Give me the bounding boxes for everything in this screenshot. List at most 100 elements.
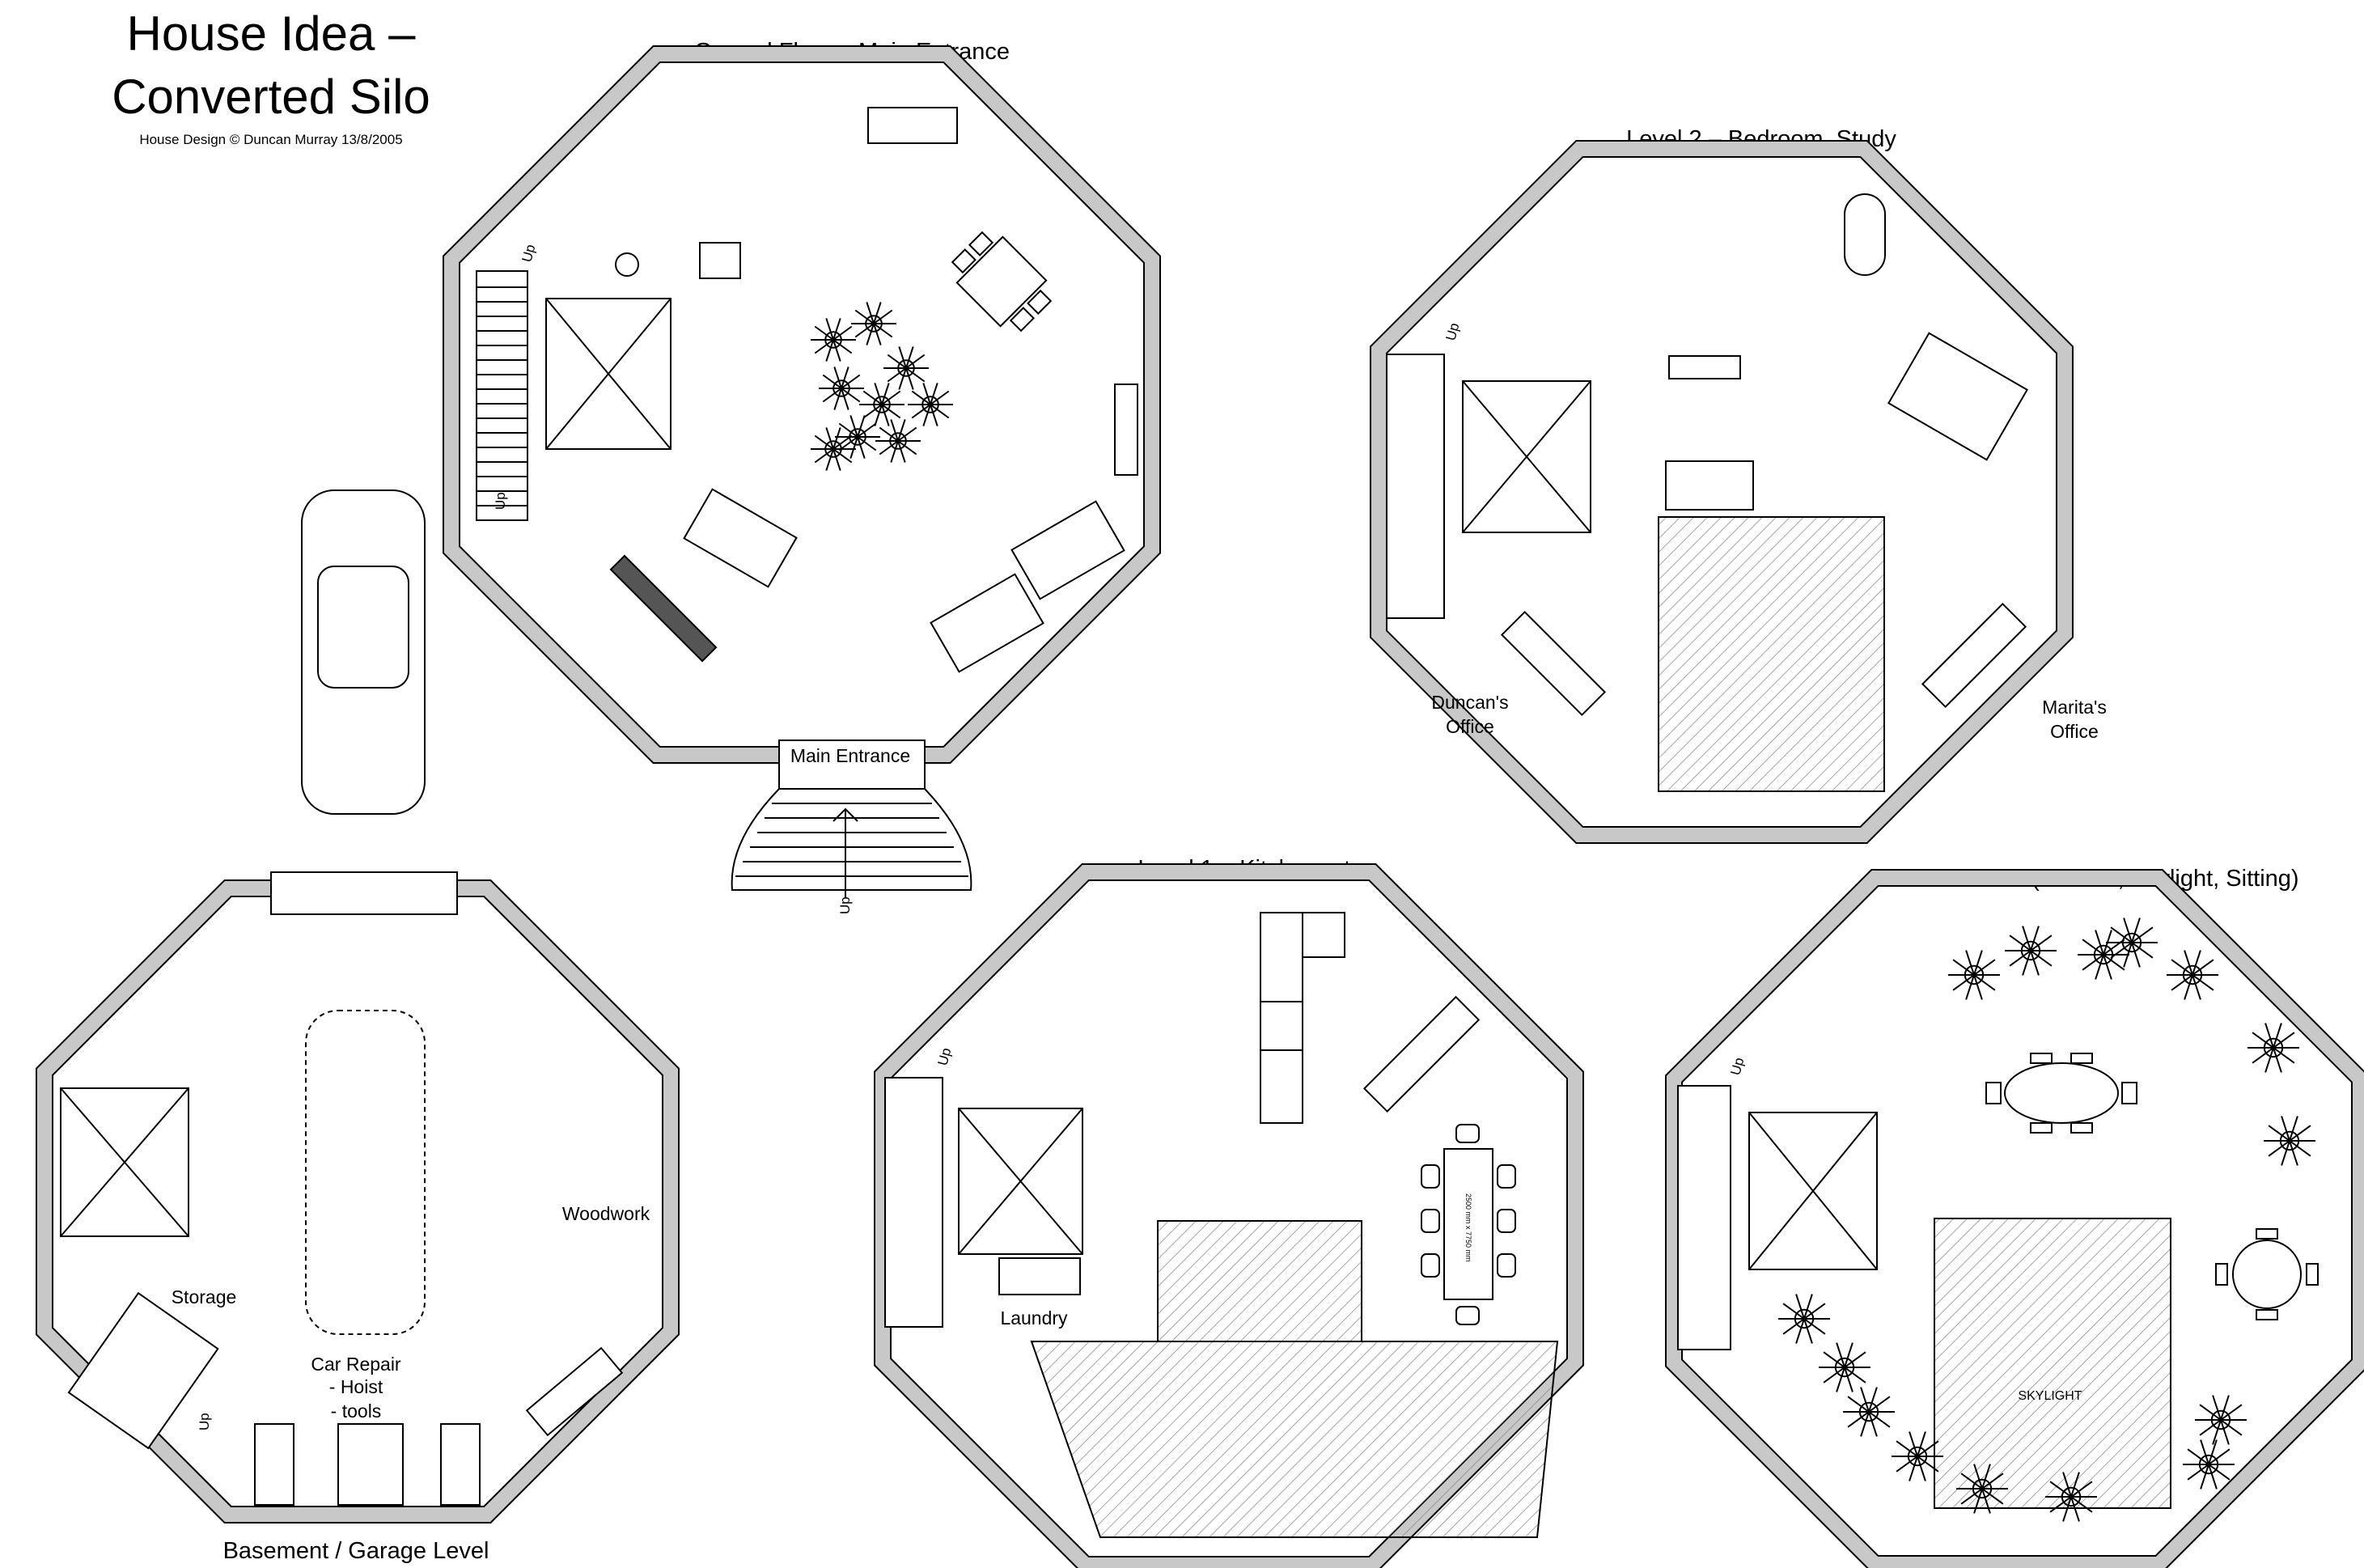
table-size-label: 2500 mm x 7750 mm	[1464, 1193, 1472, 1262]
roof-stairs	[1677, 1085, 1731, 1350]
kitchen-bench	[1362, 995, 1481, 1113]
octagon-walls	[36, 45, 2364, 1568]
level1-stairs	[884, 1077, 943, 1328]
plant-icon	[811, 427, 856, 471]
basement-plan: Woodwork Storage Car Repair - Hoist - to…	[60, 871, 650, 1506]
roof-octagon-wall	[1665, 869, 2364, 1568]
level1-dining-table	[1443, 1148, 1493, 1300]
kitchen-fridge	[1302, 912, 1345, 958]
level2-atrium	[1658, 516, 1885, 792]
car-repair-hoist: - Hoist	[329, 1376, 383, 1397]
level1-octagon-wall	[874, 863, 1584, 1568]
plant-icon	[811, 318, 856, 362]
plant-icon	[819, 367, 864, 410]
dining-chair	[1497, 1209, 1516, 1233]
duncans-office-label-1: Duncan's	[1431, 692, 1508, 713]
plant-icon	[883, 346, 929, 390]
plant-icon	[2045, 1472, 2097, 1522]
level2-plan: Duncan's Office Marita's Office Up	[1386, 193, 2107, 792]
roof-stair-label: Up	[1728, 1056, 1748, 1077]
garage-door	[270, 871, 458, 915]
level2-bath	[1844, 193, 1886, 276]
parked-car	[301, 489, 426, 815]
ground-sofa-1	[683, 488, 798, 588]
level1-atrium	[1157, 1220, 1362, 1342]
ground-sofa-2	[1010, 500, 1125, 600]
ground-elevator	[545, 298, 671, 450]
plant-icon	[2264, 1116, 2315, 1166]
plant-icon	[908, 383, 953, 426]
level1-elevator	[958, 1108, 1083, 1255]
basement-stair-label: Up	[197, 1413, 212, 1430]
ground-sofa-3	[930, 573, 1044, 673]
plant-icon	[1819, 1342, 1870, 1392]
ground-toilet	[615, 252, 639, 277]
sheet-title-line2: Converted Silo	[112, 70, 430, 124]
title-block: House Idea – Converted Silo House Design…	[112, 6, 430, 147]
basement-stairs	[67, 1291, 219, 1450]
roof-elevator	[1748, 1112, 1878, 1270]
maritas-office-label-2: Office	[2050, 721, 2099, 742]
level2-elevator	[1462, 380, 1591, 533]
plant-icon	[1892, 1431, 1943, 1481]
roof-garden-plants	[1778, 917, 2315, 1522]
entrance-stair-label: Up	[837, 896, 853, 914]
ground-floor-plan: Main Entrance Up Up Up	[301, 107, 1138, 914]
dining-chair	[1421, 1209, 1440, 1233]
plant-icon	[1843, 1387, 1895, 1437]
kitchen-cooktop	[1260, 1001, 1303, 1051]
sheet-title-line1: House Idea –	[127, 6, 417, 61]
basement-car-outline	[305, 1010, 426, 1335]
plant-icon	[1778, 1294, 1830, 1344]
ground-stair-label-2: Up	[493, 492, 508, 510]
skylight	[1934, 1218, 2171, 1509]
level2-stairs	[1386, 354, 1445, 619]
plant-icon	[2106, 917, 2158, 968]
tool-cabinets	[254, 1423, 481, 1506]
level1-lower-atrium	[1030, 1341, 1559, 1538]
level2-sofa	[1665, 460, 1754, 511]
ground-indoor-plants	[811, 302, 953, 471]
main-entrance-steps	[731, 740, 972, 898]
plant-icon	[1948, 950, 2000, 1000]
plant-icon	[2183, 1439, 2235, 1490]
dining-chair	[1455, 1306, 1480, 1325]
level2-bed	[1887, 332, 2028, 461]
ground-stairs	[476, 270, 528, 521]
ground-stair-treads	[477, 286, 527, 506]
plant-icon	[2078, 930, 2129, 980]
maritas-desk	[1921, 602, 2027, 709]
dining-chair	[1497, 1253, 1516, 1278]
workbench	[525, 1346, 624, 1437]
dining-chair	[1421, 1253, 1440, 1278]
roof-round-table	[2215, 1228, 2319, 1320]
level1-plan: 2500 mm x 7750 mm Laundry Up	[884, 912, 1559, 1538]
skylight-label: SKYLIGHT	[2018, 1389, 2082, 1403]
plant-icon	[1956, 1464, 2008, 1514]
level1-stair-label: Up	[935, 1046, 955, 1067]
plant-icon	[2005, 926, 2057, 976]
level2-desk-shelf	[1668, 355, 1741, 379]
ground-cabinet-right	[1114, 384, 1138, 476]
plant-icon	[875, 419, 921, 463]
plant-icon	[859, 383, 905, 426]
ground-stair-label-1: Up	[519, 243, 539, 264]
basement-title: Basement / Garage Level	[223, 1538, 489, 1564]
ground-basin	[699, 242, 741, 279]
dining-chair	[1455, 1124, 1480, 1143]
level2-stair-label: Up	[1443, 321, 1463, 342]
plant-icon	[835, 415, 880, 459]
duncans-office-label-2: Office	[1446, 716, 1494, 737]
woodwork-label: Woodwork	[562, 1203, 650, 1224]
laundry-machines	[998, 1257, 1081, 1295]
car-repair-tools: - tools	[331, 1401, 382, 1422]
ground-dining-table	[951, 231, 1053, 333]
dining-chair	[1421, 1164, 1440, 1189]
laundry-label: Laundry	[1000, 1307, 1068, 1329]
plant-icon	[2167, 950, 2218, 1000]
storage-label: Storage	[172, 1286, 237, 1307]
basement-octagon-wall	[36, 879, 680, 1524]
ground-tv-unit	[609, 554, 718, 663]
dining-chair	[1497, 1164, 1516, 1189]
